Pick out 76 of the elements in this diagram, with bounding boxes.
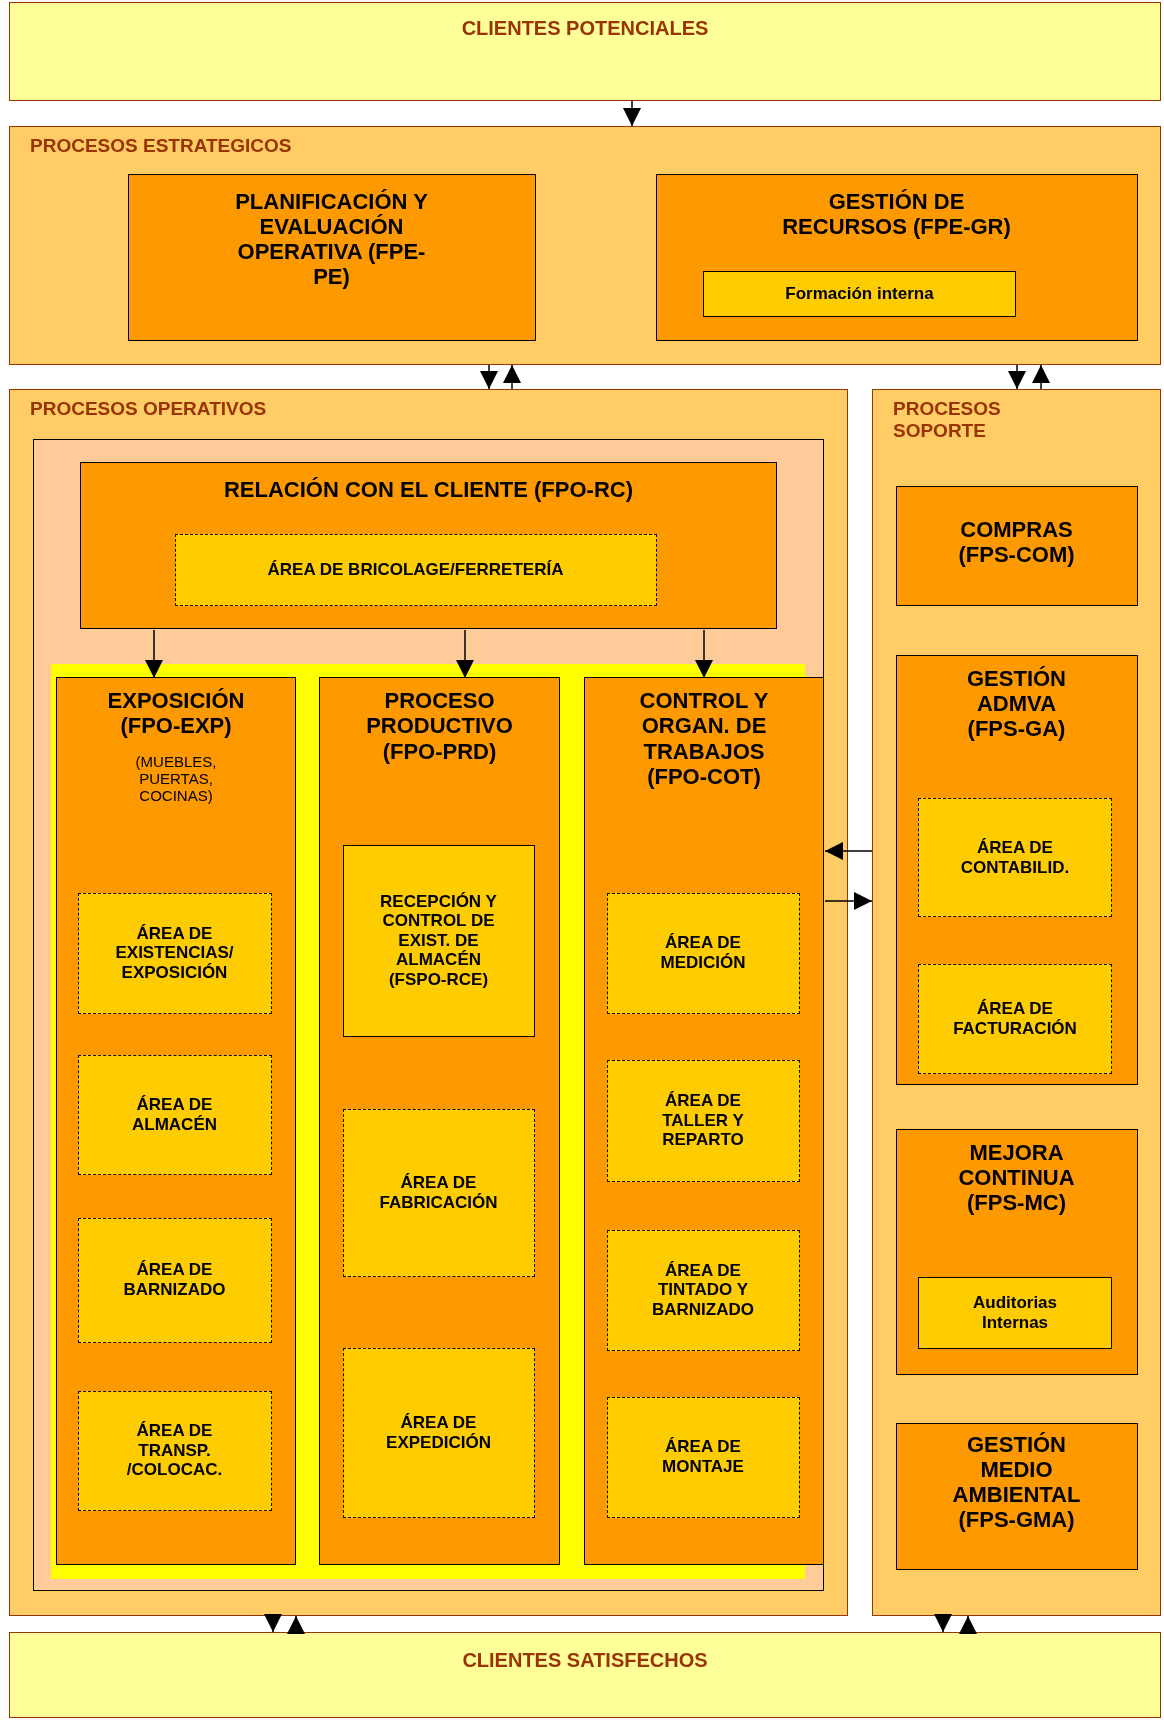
group-title: PROCESOS OPERATIVOS — [29, 397, 268, 420]
process-title: PLANIFICACIÓN Y EVALUACIÓN OPERATIVA (FPE-PE) — [234, 188, 429, 290]
area-label: ÁREA DE BRICOLAGE/FERRETERÍA — [266, 559, 565, 580]
note-text: (MUEBLES, PUERTAS, COCINAS) — [134, 752, 218, 805]
area-box — [606, 892, 800, 1014]
area-box — [77, 892, 272, 1014]
area-box — [606, 1396, 800, 1518]
arrow — [480, 364, 498, 390]
area-box — [342, 1347, 535, 1518]
process-group-panel — [9, 126, 1161, 365]
process-box — [655, 173, 1138, 341]
area-box — [606, 1229, 800, 1351]
arrow — [287, 1615, 305, 1634]
area-label: ÁREA DE TINTADO Y BARNIZADO — [651, 1260, 755, 1320]
arrow — [623, 100, 641, 127]
process-title: EXPOSICIÓN (FPO-EXP) — [106, 688, 246, 739]
arrow — [824, 842, 873, 860]
process-box — [895, 1422, 1138, 1570]
process-title: CONTROL Y ORGAN. DE TRABAJOS (FPO-COT) — [638, 688, 770, 790]
process-box — [895, 654, 1138, 1085]
subprocess-label: Auditorias Internas — [971, 1293, 1059, 1333]
process-title: GESTIÓN MEDIO AMBIENTAL (FPS-GMA) — [951, 1431, 1082, 1533]
area-box — [77, 1390, 272, 1511]
band-title: CLIENTES POTENCIALES — [460, 17, 710, 40]
band-title: CLIENTES SATISFECHOS — [461, 1649, 709, 1672]
subprocess-label: Formación interna — [784, 284, 935, 304]
area-box — [174, 533, 657, 606]
process-column — [56, 677, 296, 1565]
arrow — [695, 629, 713, 679]
arrow — [824, 892, 873, 910]
group-title: PROCESOS ESTRATEGICOS — [29, 134, 293, 157]
area-box — [918, 798, 1112, 917]
group-title: PROCESOS SOPORTE — [892, 397, 1002, 442]
subprocess-label: RECEPCIÓN Y CONTROL DE EXIST. DE ALMACÉN (FSPO-RCE) — [379, 891, 498, 990]
area-box — [342, 1108, 535, 1277]
area-box — [77, 1054, 272, 1175]
process-title: GESTIÓN DE RECURSOS (FPE-GR) — [781, 188, 1012, 240]
area-label: ÁREA DE MEDICIÓN — [659, 933, 747, 973]
process-title: PROCESO PRODUCTIVO (FPO-PRD) — [365, 688, 514, 764]
area-box — [77, 1217, 272, 1343]
subprocess-box — [342, 844, 535, 1037]
arrow — [934, 1614, 952, 1633]
area-label: ÁREA DE TALLER Y REPARTO — [661, 1091, 745, 1150]
arrow — [959, 1615, 977, 1634]
subprocess-box — [703, 271, 1016, 317]
area-label: ÁREA DE MONTAJE — [661, 1437, 745, 1477]
process-title: GESTIÓN ADMVA (FPS-GA) — [966, 665, 1067, 742]
area-label: ÁREA DE BARNIZADO — [122, 1260, 227, 1300]
process-box — [80, 462, 777, 629]
process-group-panel — [872, 389, 1161, 1616]
arrow — [503, 364, 521, 390]
target-band — [9, 1632, 1161, 1718]
area-label: ÁREA DE ALMACÉN — [131, 1094, 218, 1135]
subprocess-box — [918, 1277, 1112, 1349]
process-box — [127, 173, 536, 341]
area-label: ÁREA DE TRANSP. /COLOCAC. — [125, 1421, 224, 1480]
arrow — [145, 629, 163, 679]
process-box — [895, 1128, 1138, 1375]
process-column — [584, 677, 824, 1565]
target-band — [9, 2, 1161, 101]
area-label: ÁREA DE CONTABILID. — [959, 837, 1071, 878]
area-box — [918, 964, 1112, 1074]
process-box — [895, 485, 1138, 606]
process-title: RELACIÓN CON EL CLIENTE (FPO-RC) — [223, 477, 634, 503]
arrow — [1032, 364, 1050, 390]
area-label: ÁREA DE EXISTENCIAS/ EXPOSICIÓN — [114, 923, 235, 983]
area-label: ÁREA DE EXPEDICIÓN — [385, 1412, 492, 1453]
arrow — [1008, 364, 1026, 390]
process-title: MEJORA CONTINUA (FPS-MC) — [957, 1139, 1076, 1216]
area-label: ÁREA DE FACTURACIÓN — [952, 999, 1078, 1039]
area-box — [606, 1059, 800, 1182]
process-title: COMPRAS (FPS-COM) — [957, 516, 1076, 568]
area-label: ÁREA DE FABRICACIÓN — [378, 1172, 499, 1213]
arrow — [264, 1614, 282, 1633]
process-column — [319, 677, 560, 1565]
arrow — [456, 629, 474, 679]
